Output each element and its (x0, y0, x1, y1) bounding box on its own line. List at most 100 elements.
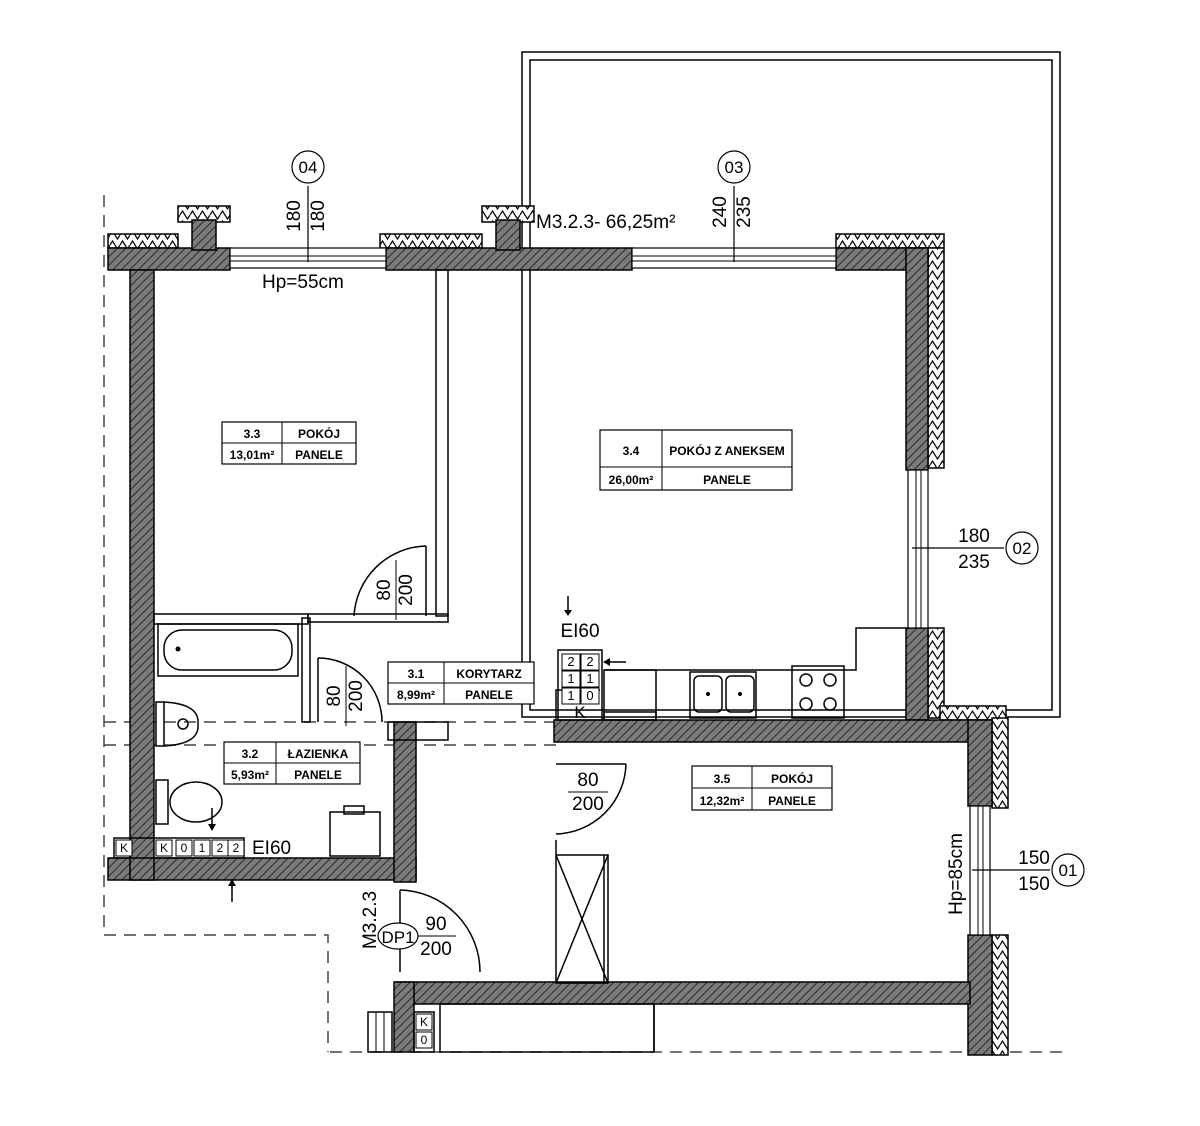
kitchen-shaft-cell: 2 (567, 654, 574, 669)
corridor-shaft-cell-box (415, 1013, 433, 1031)
apartment-label: M3.2.3- 66,25m² (536, 212, 675, 233)
kitchen-shaft-cell: 1 (567, 671, 574, 686)
window-02-tag: 02 180 235 (912, 526, 1039, 573)
door-1-label: 80 200 (374, 560, 417, 620)
svg-text:3.5: 3.5 (714, 772, 731, 786)
svg-text:POKÓJ: POKÓJ (298, 426, 340, 441)
kitchen-shaft-cell-box (561, 653, 581, 671)
kitchen-shaft-cell-box (580, 670, 600, 688)
corridor-shaft-cell: 0 (421, 1033, 428, 1047)
window-01-tag: 01 150 150 (972, 848, 1085, 895)
window-02-width: 180 (958, 526, 990, 547)
bathroom-shaft-cell: K (160, 841, 168, 855)
svg-text:80: 80 (577, 770, 598, 791)
headroom-top: Hp=55cm (262, 272, 344, 293)
window-01-id: 01 (1059, 861, 1078, 880)
svg-text:90: 90 (425, 914, 446, 935)
room-label-3-1: 3.1 KORYTARZ 8,99m² PANELE (387, 661, 535, 705)
window-03-height: 235 (734, 196, 755, 228)
window-04-tag: 04 180 180 (284, 150, 329, 262)
balcony (521, 51, 1061, 718)
bathroom-shaft-cell: 2 (217, 841, 224, 855)
washbasin (155, 701, 199, 747)
room-label-3-4: 3.4 POKÓJ Z ANEKSEM 26,00m² PANELE (599, 429, 793, 491)
bathroom-fire-rating: EI60 (252, 838, 291, 859)
bathroom-shaft-cell-box (193, 839, 211, 857)
kitchen-shaft-cell-box (561, 687, 581, 705)
svg-text:PANELE: PANELE (295, 448, 343, 462)
bathroom-shaft-cell-box (175, 839, 193, 857)
svg-text:3.2: 3.2 (242, 747, 259, 761)
kitchen-shaft-cell-box (580, 687, 600, 705)
kitchen-counter (603, 669, 657, 721)
bathroom-shaft-cell-box (155, 839, 173, 857)
partitions (153, 269, 906, 741)
kitchen-shaft-cell: 2 (586, 654, 593, 669)
toilet (155, 779, 223, 825)
svg-text:PANELE: PANELE (294, 768, 342, 782)
svg-text:80: 80 (324, 685, 345, 706)
svg-text:3.3: 3.3 (244, 427, 261, 441)
door-2-label: 80 200 (324, 666, 367, 726)
svg-text:PANELE: PANELE (465, 688, 513, 702)
corridor-shaft: K0 (367, 1003, 655, 1053)
svg-text:8,99m²: 8,99m² (397, 688, 435, 702)
svg-text:200: 200 (396, 574, 417, 606)
kitchen-shaft-cell-box (561, 670, 581, 688)
svg-text:13,01m²: 13,01m² (230, 448, 275, 462)
window-03-width: 240 (710, 196, 731, 228)
bathroom-shaft-cell-box (227, 839, 245, 857)
window-04-id: 04 (299, 158, 318, 177)
headroom-right: Hp=85cm (946, 833, 967, 915)
svg-text:5,93m²: 5,93m² (231, 768, 269, 782)
svg-text:80: 80 (374, 579, 395, 600)
outer-walls (107, 219, 993, 1056)
kitchen-shaft-cell: 1 (567, 688, 574, 703)
room-label-3-5: 3.5 POKÓJ 12,32m² PANELE (691, 765, 833, 811)
bathroom-shaft-cell: K (120, 841, 128, 855)
svg-text:12,32m²: 12,32m² (700, 794, 745, 808)
kitchen-fire-rating: EI60 (560, 621, 599, 642)
svg-text:POKÓJ Z ANEKSEM: POKÓJ Z ANEKSEM (669, 443, 785, 458)
window-02-id: 02 (1013, 539, 1032, 558)
svg-text:PANELE: PANELE (703, 473, 751, 487)
corridor-shaft-cell-box (415, 1031, 433, 1049)
svg-text:200: 200 (420, 939, 452, 960)
room-label-3-2: 3.2 ŁAZIENKA 5,93m² PANELE (223, 741, 361, 785)
window-03-tag: 03 240 235 (710, 150, 755, 262)
window-01-width: 150 (1018, 848, 1050, 869)
window-03-id: 03 (725, 158, 744, 177)
svg-text:KORYTARZ: KORYTARZ (456, 667, 521, 681)
bathtub (157, 623, 299, 677)
svg-text:POKÓJ: POKÓJ (771, 771, 813, 786)
room-label-3-3: 3.3 POKÓJ 13,01m² PANELE (221, 421, 357, 465)
kitchen-sink (689, 671, 757, 719)
svg-text:DP1: DP1 (381, 928, 414, 947)
svg-text:3.4: 3.4 (623, 444, 640, 458)
kitchen-shaft-cell: 0 (586, 688, 593, 703)
wardrobe (555, 840, 609, 984)
svg-text:PANELE: PANELE (768, 794, 816, 808)
door-dp1-label: DP1 90 200 (377, 914, 456, 960)
kitchen-shaft-cell: 1 (586, 671, 593, 686)
washing-machine (329, 805, 381, 857)
svg-text:ŁAZIENKA: ŁAZIENKA (288, 747, 349, 761)
kitchen-shaft-k: K (574, 703, 586, 722)
bathroom-shaft-cell: 1 (199, 841, 206, 855)
svg-text:3.1: 3.1 (408, 667, 425, 681)
window-04-height: 180 (308, 200, 329, 232)
door-3-label: 80 200 (568, 770, 608, 815)
bathroom-shaft-cell: 2 (233, 841, 240, 855)
stair-label: M3.2.3 (360, 891, 381, 949)
bathroom-shaft-cell-box (115, 839, 133, 857)
svg-text:200: 200 (346, 680, 367, 712)
window-01-height: 150 (1018, 874, 1050, 895)
bathroom-shaft-cell: 0 (181, 841, 188, 855)
svg-text:26,00m²: 26,00m² (609, 473, 654, 487)
kitchen-stove (791, 665, 845, 719)
kitchen-shaft-cell-box (580, 653, 600, 671)
window-04-width: 180 (284, 200, 305, 232)
